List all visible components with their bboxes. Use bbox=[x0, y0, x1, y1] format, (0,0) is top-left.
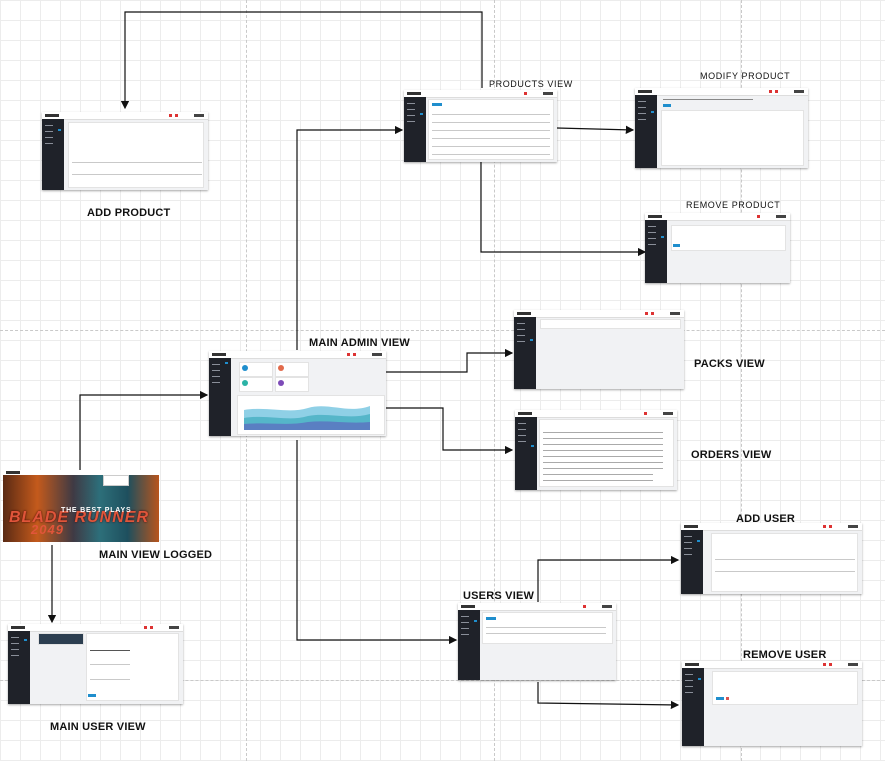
guide-line-horizontal bbox=[0, 680, 885, 681]
banner-tagline: THE BEST PLAYS bbox=[61, 507, 132, 514]
users-view-screenshot[interactable] bbox=[458, 603, 616, 680]
remove-user-label: REMOVE USER bbox=[743, 649, 827, 661]
connector-products-to-remove bbox=[480, 162, 647, 257]
connector-users-to-remove-user bbox=[537, 682, 680, 710]
add-product-label: ADD PRODUCT bbox=[87, 207, 171, 219]
modify-product-screenshot[interactable] bbox=[635, 88, 808, 168]
packs-view-screenshot[interactable] bbox=[514, 310, 684, 389]
orders-view-screenshot[interactable] bbox=[515, 410, 677, 490]
movie-subtitle: 2049 bbox=[31, 522, 64, 537]
connector-admin-to-products bbox=[296, 125, 404, 350]
movie-title: BLADE RUNNER bbox=[9, 509, 149, 526]
remove-user-screenshot[interactable] bbox=[682, 661, 862, 746]
connector-products-to-add-product bbox=[120, 11, 483, 110]
connector-logged-to-admin bbox=[79, 390, 209, 470]
guide-line-horizontal bbox=[0, 330, 885, 331]
main-view-logged-screenshot[interactable]: BLADE RUNNER THE BEST PLAYS 2049 bbox=[3, 470, 159, 542]
main-user-view-screenshot[interactable] bbox=[8, 624, 183, 704]
orders-view-label: ORDERS VIEW bbox=[691, 449, 772, 461]
connector-products-to-modify bbox=[556, 125, 635, 135]
guide-line-vertical bbox=[494, 0, 495, 761]
add-product-screenshot[interactable] bbox=[42, 112, 208, 190]
modify-product-label: MODIFY PRODUCT bbox=[700, 71, 791, 81]
remove-product-label: REMOVE PRODUCT bbox=[686, 200, 781, 210]
area-chart-thumbnail bbox=[244, 406, 370, 430]
guide-line-vertical bbox=[741, 0, 742, 761]
main-user-view-label: MAIN USER VIEW bbox=[50, 721, 146, 733]
add-user-label: ADD USER bbox=[736, 513, 796, 525]
remove-product-screenshot[interactable] bbox=[645, 213, 790, 283]
products-view-label: PRODUCTS VIEW bbox=[489, 79, 573, 89]
main-admin-view-screenshot[interactable] bbox=[209, 351, 386, 436]
products-view-screenshot[interactable] bbox=[404, 90, 557, 162]
connector-users-to-add-user bbox=[537, 555, 680, 602]
connector-admin-to-users bbox=[296, 440, 458, 645]
add-user-screenshot[interactable] bbox=[681, 523, 862, 594]
main-view-logged-label: MAIN VIEW LOGGED bbox=[99, 549, 213, 561]
users-view-label: USERS VIEW bbox=[463, 590, 535, 602]
connector-admin-to-orders bbox=[386, 407, 514, 455]
connector-admin-to-packs bbox=[386, 348, 514, 373]
main-admin-view-label: MAIN ADMIN VIEW bbox=[309, 337, 410, 349]
packs-view-label: PACKS VIEW bbox=[694, 358, 765, 370]
